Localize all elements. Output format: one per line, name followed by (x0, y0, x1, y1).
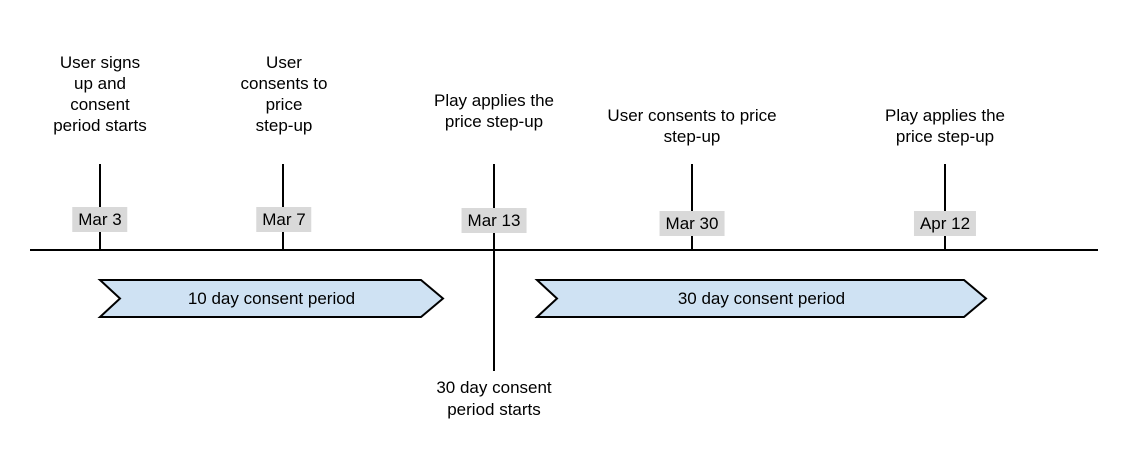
event-title-line: consent (70, 95, 130, 114)
chevron-arrow-shape (534, 279, 988, 318)
event-title-line: up and (73, 74, 126, 93)
event-title-line: period starts (53, 116, 147, 135)
event-title-apr12: Play applies the price step-up (885, 105, 1005, 147)
event-title-line: consents to (240, 74, 328, 93)
banner-label: 10 day consent period (187, 288, 356, 308)
event-title-line: price step-up (895, 127, 995, 146)
date-badge-mar13: Mar 13 (461, 208, 527, 233)
event-title-mar13: Play applies the price step-up (434, 90, 554, 132)
event-title-mar3: User signs up and consent period starts (53, 52, 147, 136)
timeline-tick-apr12 (944, 164, 946, 250)
note-30day-consent-starts: 30 day consent period starts (436, 377, 551, 421)
date-badge-mar30: Mar 30 (659, 211, 725, 236)
timeline-descender-mar13 (493, 251, 495, 371)
event-title-line: step-up (663, 127, 721, 146)
consent-period-banner-10day: 10 day consent period (97, 279, 445, 318)
date-badge-apr12: Apr 12 (913, 211, 977, 236)
date-badge-mar7: Mar 7 (256, 207, 312, 232)
event-title-line: price (265, 95, 303, 114)
chevron-arrow-shape (97, 279, 445, 318)
event-title-line: User (266, 53, 302, 72)
note-line: period starts (447, 400, 541, 419)
timeline-tick-mar13 (493, 164, 495, 250)
date-badge-mar3: Mar 3 (72, 207, 128, 232)
event-title-line: Play applies the (433, 91, 555, 110)
consent-period-banner-30day: 30 day consent period (534, 279, 988, 318)
event-title-line: User consents to price (607, 106, 777, 125)
banner-label: 30 day consent period (677, 288, 846, 308)
event-title-line: step-up (255, 116, 313, 135)
event-title-line: price step-up (444, 112, 544, 131)
event-title-line: Play applies the (884, 106, 1006, 125)
timeline-axis (30, 249, 1098, 251)
timeline-tick-mar30 (691, 164, 693, 250)
event-title-line: User signs (59, 53, 141, 72)
note-line: 30 day consent (436, 378, 552, 397)
event-title-mar30: User consents to price step-up (607, 105, 776, 147)
event-title-mar7: User consents to price step-up (241, 52, 328, 136)
